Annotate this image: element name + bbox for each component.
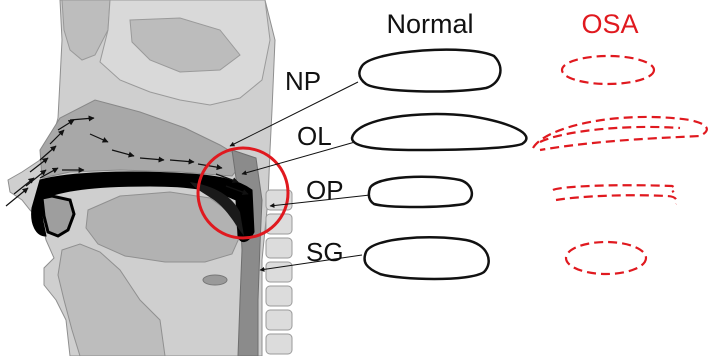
site-label-ol: OL (297, 121, 332, 151)
osa-op-shape-lower (556, 195, 677, 204)
site-label-op: OP (306, 175, 344, 205)
normal-cross-sections (352, 50, 526, 279)
normal-sg-shape (365, 237, 489, 279)
osa-ol-shape (533, 117, 707, 150)
upper-lip (42, 196, 74, 236)
normal-ol-shape (352, 114, 526, 150)
normal-column-heading: Normal (386, 9, 473, 39)
cervical-spine (266, 190, 292, 354)
site-label-sg: SG (306, 237, 344, 267)
osa-sg-shape (566, 242, 646, 274)
normal-op-shape (369, 177, 472, 207)
osa-cross-sections (533, 56, 707, 274)
osa-np-shape (562, 56, 654, 84)
osa-op-shape (553, 185, 675, 192)
head-anatomy-illustration (8, 0, 292, 356)
normal-np-shape (359, 50, 500, 92)
site-label-np: NP (285, 66, 321, 96)
osa-column-heading: OSA (581, 9, 638, 39)
